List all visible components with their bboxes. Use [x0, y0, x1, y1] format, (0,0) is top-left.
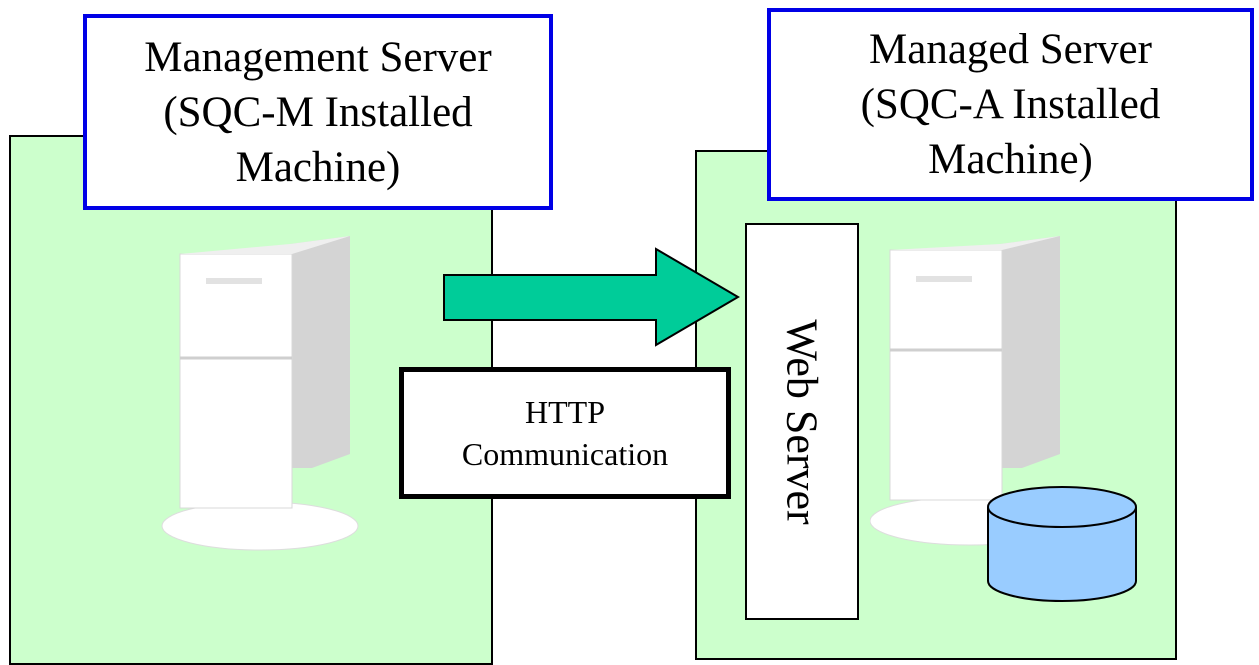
http-communication-label: HTTP Communication — [399, 367, 731, 499]
http-arrow — [443, 247, 740, 347]
web-server-label: Web Server — [777, 318, 827, 525]
management-server-title: Management Server (SQC-M Installed Machi… — [83, 14, 553, 210]
database-icon — [987, 486, 1137, 602]
management-server-icon — [161, 236, 359, 551]
managed-server-title: Managed Server (SQC-A Installed Machine) — [767, 8, 1254, 201]
web-server-box: Web Server — [745, 223, 859, 620]
